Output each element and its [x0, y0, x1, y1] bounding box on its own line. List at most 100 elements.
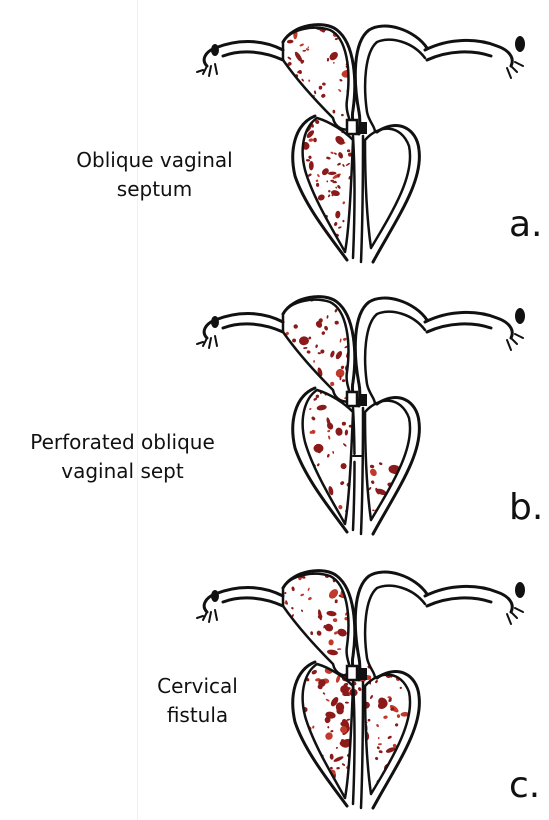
blood-speckle	[334, 568, 339, 573]
blood-speckle	[292, 370, 297, 379]
blood-speckle	[344, 429, 348, 435]
left-cervix	[347, 666, 357, 680]
blood-speckle	[340, 121, 344, 126]
blood-speckle	[326, 315, 328, 319]
blood-speckle	[300, 489, 305, 492]
blood-speckle	[283, 384, 291, 396]
blood-speckle	[289, 395, 297, 403]
blood-speckle	[293, 323, 299, 329]
blood-speckle	[273, 622, 278, 626]
blood-speckle	[298, 70, 302, 75]
blood-speckle	[317, 609, 323, 621]
blood-speckle	[377, 737, 379, 740]
blood-speckle	[314, 90, 317, 94]
blood-speckle	[332, 110, 335, 114]
blood-speckle	[310, 631, 313, 635]
blood-speckle	[307, 587, 310, 591]
panel-c-uterus-diagram	[165, 546, 549, 816]
blood-speckle	[335, 427, 344, 437]
oblique-septum	[353, 136, 355, 258]
blood-speckle	[299, 222, 303, 226]
blood-speckle	[334, 152, 338, 155]
blood-speckle	[273, 395, 277, 399]
blood-speckle	[294, 354, 296, 357]
blood-speckle	[383, 715, 388, 719]
blood-speckle	[334, 134, 347, 146]
blood-speckle	[395, 723, 399, 727]
left-tube-inner	[223, 324, 283, 332]
blood-speckle	[301, 609, 304, 612]
blood-speckle	[272, 305, 283, 316]
blood-speckle	[287, 56, 292, 60]
blood-speckle	[335, 599, 338, 603]
left-tube-inner	[223, 598, 283, 606]
right-vagina-wall	[373, 126, 419, 262]
blood-speckle	[286, 77, 288, 79]
blood-speckle	[297, 749, 300, 751]
blood-speckle	[370, 480, 375, 485]
blood-speckle	[335, 747, 338, 750]
blood-speckle	[298, 231, 301, 233]
right-cervix	[359, 122, 367, 134]
blood-speckle	[324, 731, 334, 741]
blood-speckle	[306, 350, 310, 354]
blood-speckle	[397, 505, 400, 508]
blood-speckle	[328, 50, 340, 62]
blood-speckle	[297, 490, 303, 502]
blood-speckle	[378, 750, 383, 754]
left-cervix	[347, 392, 357, 406]
blood-speckle	[297, 509, 300, 512]
blood-speckle	[316, 183, 319, 187]
left-uterus-outer	[283, 297, 355, 404]
blood-speckle	[315, 179, 318, 182]
blood-speckle	[335, 210, 341, 218]
septum-right-edge	[361, 136, 363, 262]
blood-speckle	[409, 684, 415, 690]
blood-speckle	[347, 297, 349, 301]
blood-speckle	[290, 125, 293, 129]
blood-speckle	[303, 522, 309, 526]
blood-speckle	[348, 782, 353, 786]
blood-speckle	[326, 156, 331, 160]
blood-speckle	[308, 657, 312, 662]
blood-speckle	[328, 194, 331, 197]
blood-speckle	[316, 528, 319, 531]
panel-c: Cervical fistula c.	[0, 546, 549, 816]
blood-speckle	[330, 249, 335, 255]
blood-speckle	[297, 489, 302, 494]
blood-speckle	[300, 593, 304, 596]
right-tube-inner	[427, 598, 491, 606]
blood-speckle	[337, 151, 344, 159]
blood-speckle	[302, 497, 306, 501]
blood-speckle	[327, 430, 331, 433]
blood-speckle	[293, 226, 297, 230]
blood-speckle	[306, 159, 310, 162]
blood-speckle	[315, 379, 322, 387]
blood-speckle	[279, 74, 283, 79]
blood-speckle	[291, 586, 295, 591]
blood-speckle	[291, 101, 294, 104]
blood-speckle	[396, 499, 401, 504]
blood-speckle	[327, 587, 340, 600]
blood-speckle	[354, 795, 359, 801]
blood-speckle	[289, 356, 293, 360]
blood-speckle	[402, 793, 405, 797]
blood-speckle	[338, 89, 342, 93]
blood-speckle	[376, 746, 380, 750]
blood-speckle	[317, 463, 321, 467]
blood-speckle	[309, 408, 312, 411]
blood-speckle	[299, 336, 310, 346]
blood-speckle	[379, 462, 383, 466]
blood-speckle	[399, 798, 407, 806]
left-tube-inner	[223, 52, 283, 60]
panel-c-letter: c.	[509, 768, 540, 804]
blood-speckle	[299, 482, 303, 486]
blood-speckle	[275, 116, 278, 119]
blood-speckle	[317, 786, 321, 791]
right-lower-group	[363, 449, 418, 536]
panel-a-letter: a.	[509, 207, 543, 243]
blood-speckle	[363, 529, 368, 534]
blood-speckle	[319, 86, 323, 90]
blood-speckle	[335, 186, 337, 189]
uterus-drawing	[197, 20, 525, 262]
